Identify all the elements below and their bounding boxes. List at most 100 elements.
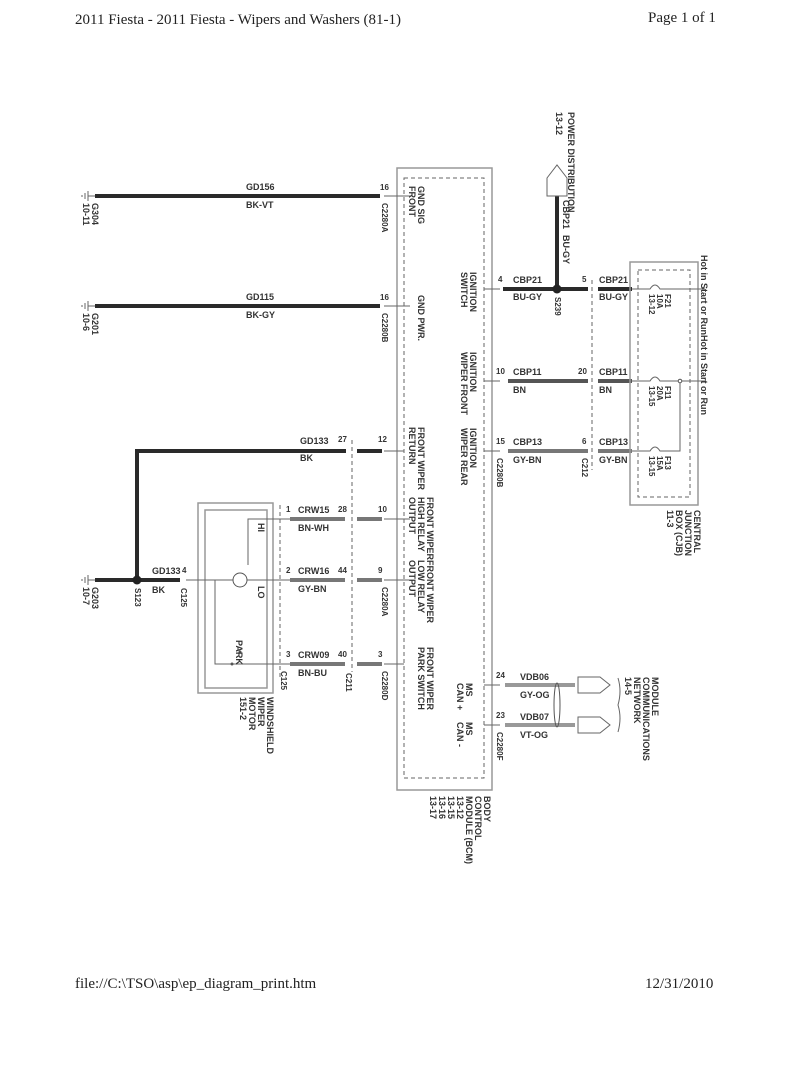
- wire-cbp21-feed-color: BU-GY: [561, 235, 571, 264]
- wire-cbp21-cjb-circuit: CBP21: [599, 275, 628, 285]
- wire-crw09-color: BN-BU: [298, 668, 327, 678]
- wire-cbp21-cjb-color: BU-GY: [599, 292, 628, 302]
- wire-vdb07-circuit: VDB07: [520, 712, 549, 722]
- pin-can-minus: 23: [496, 711, 505, 720]
- conn-c2280a-top: C2280A: [380, 203, 389, 233]
- power-distribution-connector: [546, 164, 568, 197]
- cjb-hot-label: Hot in Start or RunHot in Start or Run: [699, 255, 709, 415]
- wire-cbp11-cjb-circuit: CBP11: [599, 367, 628, 377]
- wire-vdb07-color: VT-OG: [520, 730, 548, 740]
- pin-ign-rear-bcm: 15: [496, 437, 505, 446]
- conn-c125-right: C125: [279, 671, 288, 691]
- pin-low-motor: 2: [286, 566, 291, 575]
- svg-text:CBP21BU-GY: CBP21BU-GY: [561, 200, 571, 264]
- wire-vdb06-circuit: VDB06: [520, 672, 549, 682]
- wire-gd133: [135, 449, 346, 580]
- bcm-fn-gnd-sig: GND SIGFRONT: [407, 186, 426, 224]
- wire-cbp11-bcm-circuit: CBP11: [513, 367, 542, 377]
- wire-cbp13-cjb-color: GY-BN: [599, 455, 628, 465]
- wire-cbp11-cjb-color: BN: [599, 385, 612, 395]
- wire-gd156-circuit: GD156: [246, 182, 275, 192]
- bcm-pin-stubs: [384, 195, 500, 726]
- splice-s123-label: S123: [133, 588, 142, 607]
- wire-crw09-circuit: CRW09: [298, 650, 329, 660]
- motor-lo-label: LO: [256, 586, 266, 599]
- central-junction-box: [629, 261, 705, 506]
- windshield-wiper-motor: [197, 502, 290, 694]
- pin-ign-sw-bcm: 4: [498, 275, 503, 284]
- wire-crw15-circuit: CRW15: [298, 505, 329, 515]
- power-distribution-ref: 13-12: [554, 112, 564, 135]
- bcm-fn-can-plus: MSCAN +: [455, 683, 474, 710]
- bcm-fn-ign-rear: IGNITIONWIPER REAR: [459, 428, 478, 486]
- ground-g304: G30410-11: [81, 203, 100, 226]
- pin-gnd-pwr: 16: [380, 293, 389, 302]
- wire-cbp13-cjb-circuit: CBP13: [599, 437, 628, 447]
- bcm-fn-can-minus: MSCAN -: [455, 722, 474, 747]
- bcm-fn-gnd-pwr: GND PWR.: [416, 295, 426, 341]
- ground-g201: G20110-6: [81, 313, 100, 335]
- wire-cbp11-bcm-color: BN: [513, 385, 526, 395]
- power-distribution-label: POWER DISTRIBUTION: [566, 112, 576, 213]
- pin-ign-front-c212: 20: [578, 367, 587, 376]
- wire-vdb06-color: GY-OG: [520, 690, 550, 700]
- wire-gd133-ground-color: BK: [152, 585, 165, 595]
- wire-gd115-color: BK-GY: [246, 310, 275, 320]
- pin-return-bcm: 12: [378, 435, 387, 444]
- splice-s239: [552, 284, 562, 294]
- wire-cbp13-bcm-color: GY-BN: [513, 455, 542, 465]
- bcm-fn-ign-switch: IGNITIONSWITCH: [459, 272, 478, 312]
- pin-park-motor: 3: [286, 650, 291, 659]
- pin-gnd-sig: 16: [380, 183, 389, 192]
- ground-wires: [95, 194, 380, 308]
- page-number: Page 1 of 1: [648, 10, 716, 26]
- network-connectors: [577, 676, 611, 734]
- pin-low-bcm: 9: [378, 566, 383, 575]
- pin-ign-sw-c212: 5: [582, 275, 587, 284]
- wire-crw16-color: GY-BN: [298, 584, 327, 594]
- wire-cbp21-bcm-color: BU-GY: [513, 292, 542, 302]
- fuse-f11: F1120A13-15: [647, 386, 672, 407]
- network-name: MODULECOMMUNICATIONSNETWORK14-5: [623, 677, 660, 761]
- pin-high-motor: 1: [286, 505, 291, 514]
- body-control-module: BODYCONTROLMODULE (BCM)13-1213-1513-1613…: [396, 167, 493, 864]
- splice-s123: [132, 575, 142, 585]
- brace-icon: [617, 677, 621, 733]
- pin-can-plus: 24: [496, 671, 505, 680]
- wire-can-pair: [505, 683, 575, 727]
- cjb-name: CENTRALJUNCTIONBOX (CJB)11-3: [665, 510, 702, 556]
- print-date: 12/31/2010: [645, 976, 713, 992]
- motor-icon: [232, 572, 248, 588]
- bcm-fn-low: FRONT WIPERLOW RELAYOUTPUT: [407, 560, 435, 623]
- bcm-name: BODYCONTROLMODULE (BCM)13-1213-1513-1613…: [428, 796, 492, 864]
- conn-c2280b-right: C2280B: [495, 458, 504, 488]
- ground-g203: G20310-7: [81, 587, 100, 609]
- file-path: file://C:\TSO\asp\ep_diagram_print.htm: [75, 976, 317, 992]
- wire-cbp13-bcm-circuit: CBP13: [513, 437, 542, 447]
- bcm-fn-high: FRONT WIPERHIGH RELAYOUTPUT: [407, 497, 435, 560]
- twisted-pair-icon: [553, 682, 561, 728]
- motor-park-label: PARK: [234, 640, 244, 665]
- fuse-f21: F2110A13-12: [647, 294, 672, 315]
- wire-crw15-color: BN-WH: [298, 523, 329, 533]
- bcm-fn-return: FRONT WIPERRETURN: [407, 427, 426, 490]
- conn-c2280a-low: C2280A: [380, 587, 389, 617]
- pin-high-bcm: 10: [378, 505, 387, 514]
- conn-c2280d: C2280D: [380, 671, 389, 701]
- fuse-f13: F1315A13-15: [647, 456, 672, 477]
- pin-low-c211: 44: [338, 566, 347, 575]
- page-title: 2011 Fiesta - 2011 Fiesta - Wipers and W…: [75, 12, 401, 28]
- pin-high-c211: 28: [338, 505, 347, 514]
- wire-gd156-color: BK-VT: [246, 200, 274, 210]
- splice-s239-label: S239: [553, 297, 562, 316]
- wire-gd115-circuit: GD115: [246, 292, 274, 302]
- wire-cbp21-bcm-circuit: CBP21: [513, 275, 542, 285]
- conn-c2280f: C2280F: [495, 732, 504, 761]
- wire-gd133-circuit: GD133: [300, 436, 329, 446]
- pin-ign-rear-c212: 6: [582, 437, 587, 446]
- motor-name: WINDSHIELDWIPERMOTOR151-2: [238, 697, 275, 754]
- pin-return-c211: 27: [338, 435, 347, 444]
- pin-motor-gnd: 4: [182, 566, 187, 575]
- conn-c211-label: C211: [344, 673, 353, 692]
